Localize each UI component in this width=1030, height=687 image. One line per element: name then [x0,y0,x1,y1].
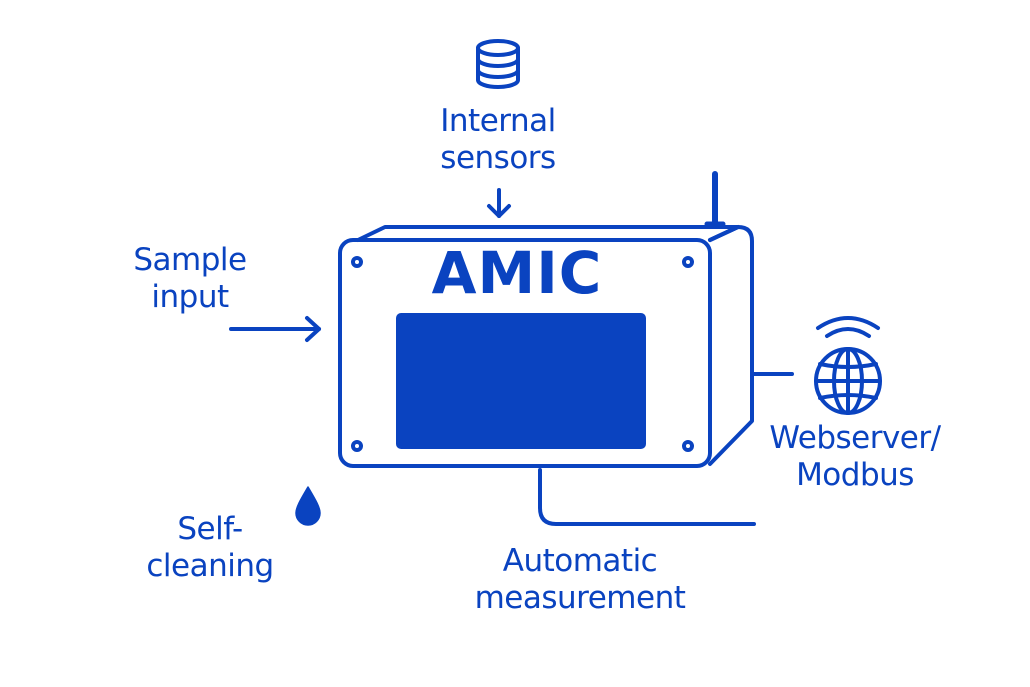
device-display [396,313,646,449]
database-icon [476,39,520,89]
automatic-measurement-label: Automatic measurement [474,543,686,616]
self-cleaning-label: Self- cleaning [146,511,274,584]
sample-input-label: Sample input [133,242,247,315]
water-drop-icon [295,486,321,526]
wireless-globe-icon [814,316,882,415]
webserver-modbus-label: Webserver/ Modbus [769,420,941,493]
internal-sensors-label: Internal sensors [440,103,556,176]
measurement-connector [538,468,756,526]
amic-device [338,171,754,468]
device-name: AMIC [431,239,603,307]
sample-input-arrow [229,316,321,342]
internal-sensors-arrow [487,188,511,218]
